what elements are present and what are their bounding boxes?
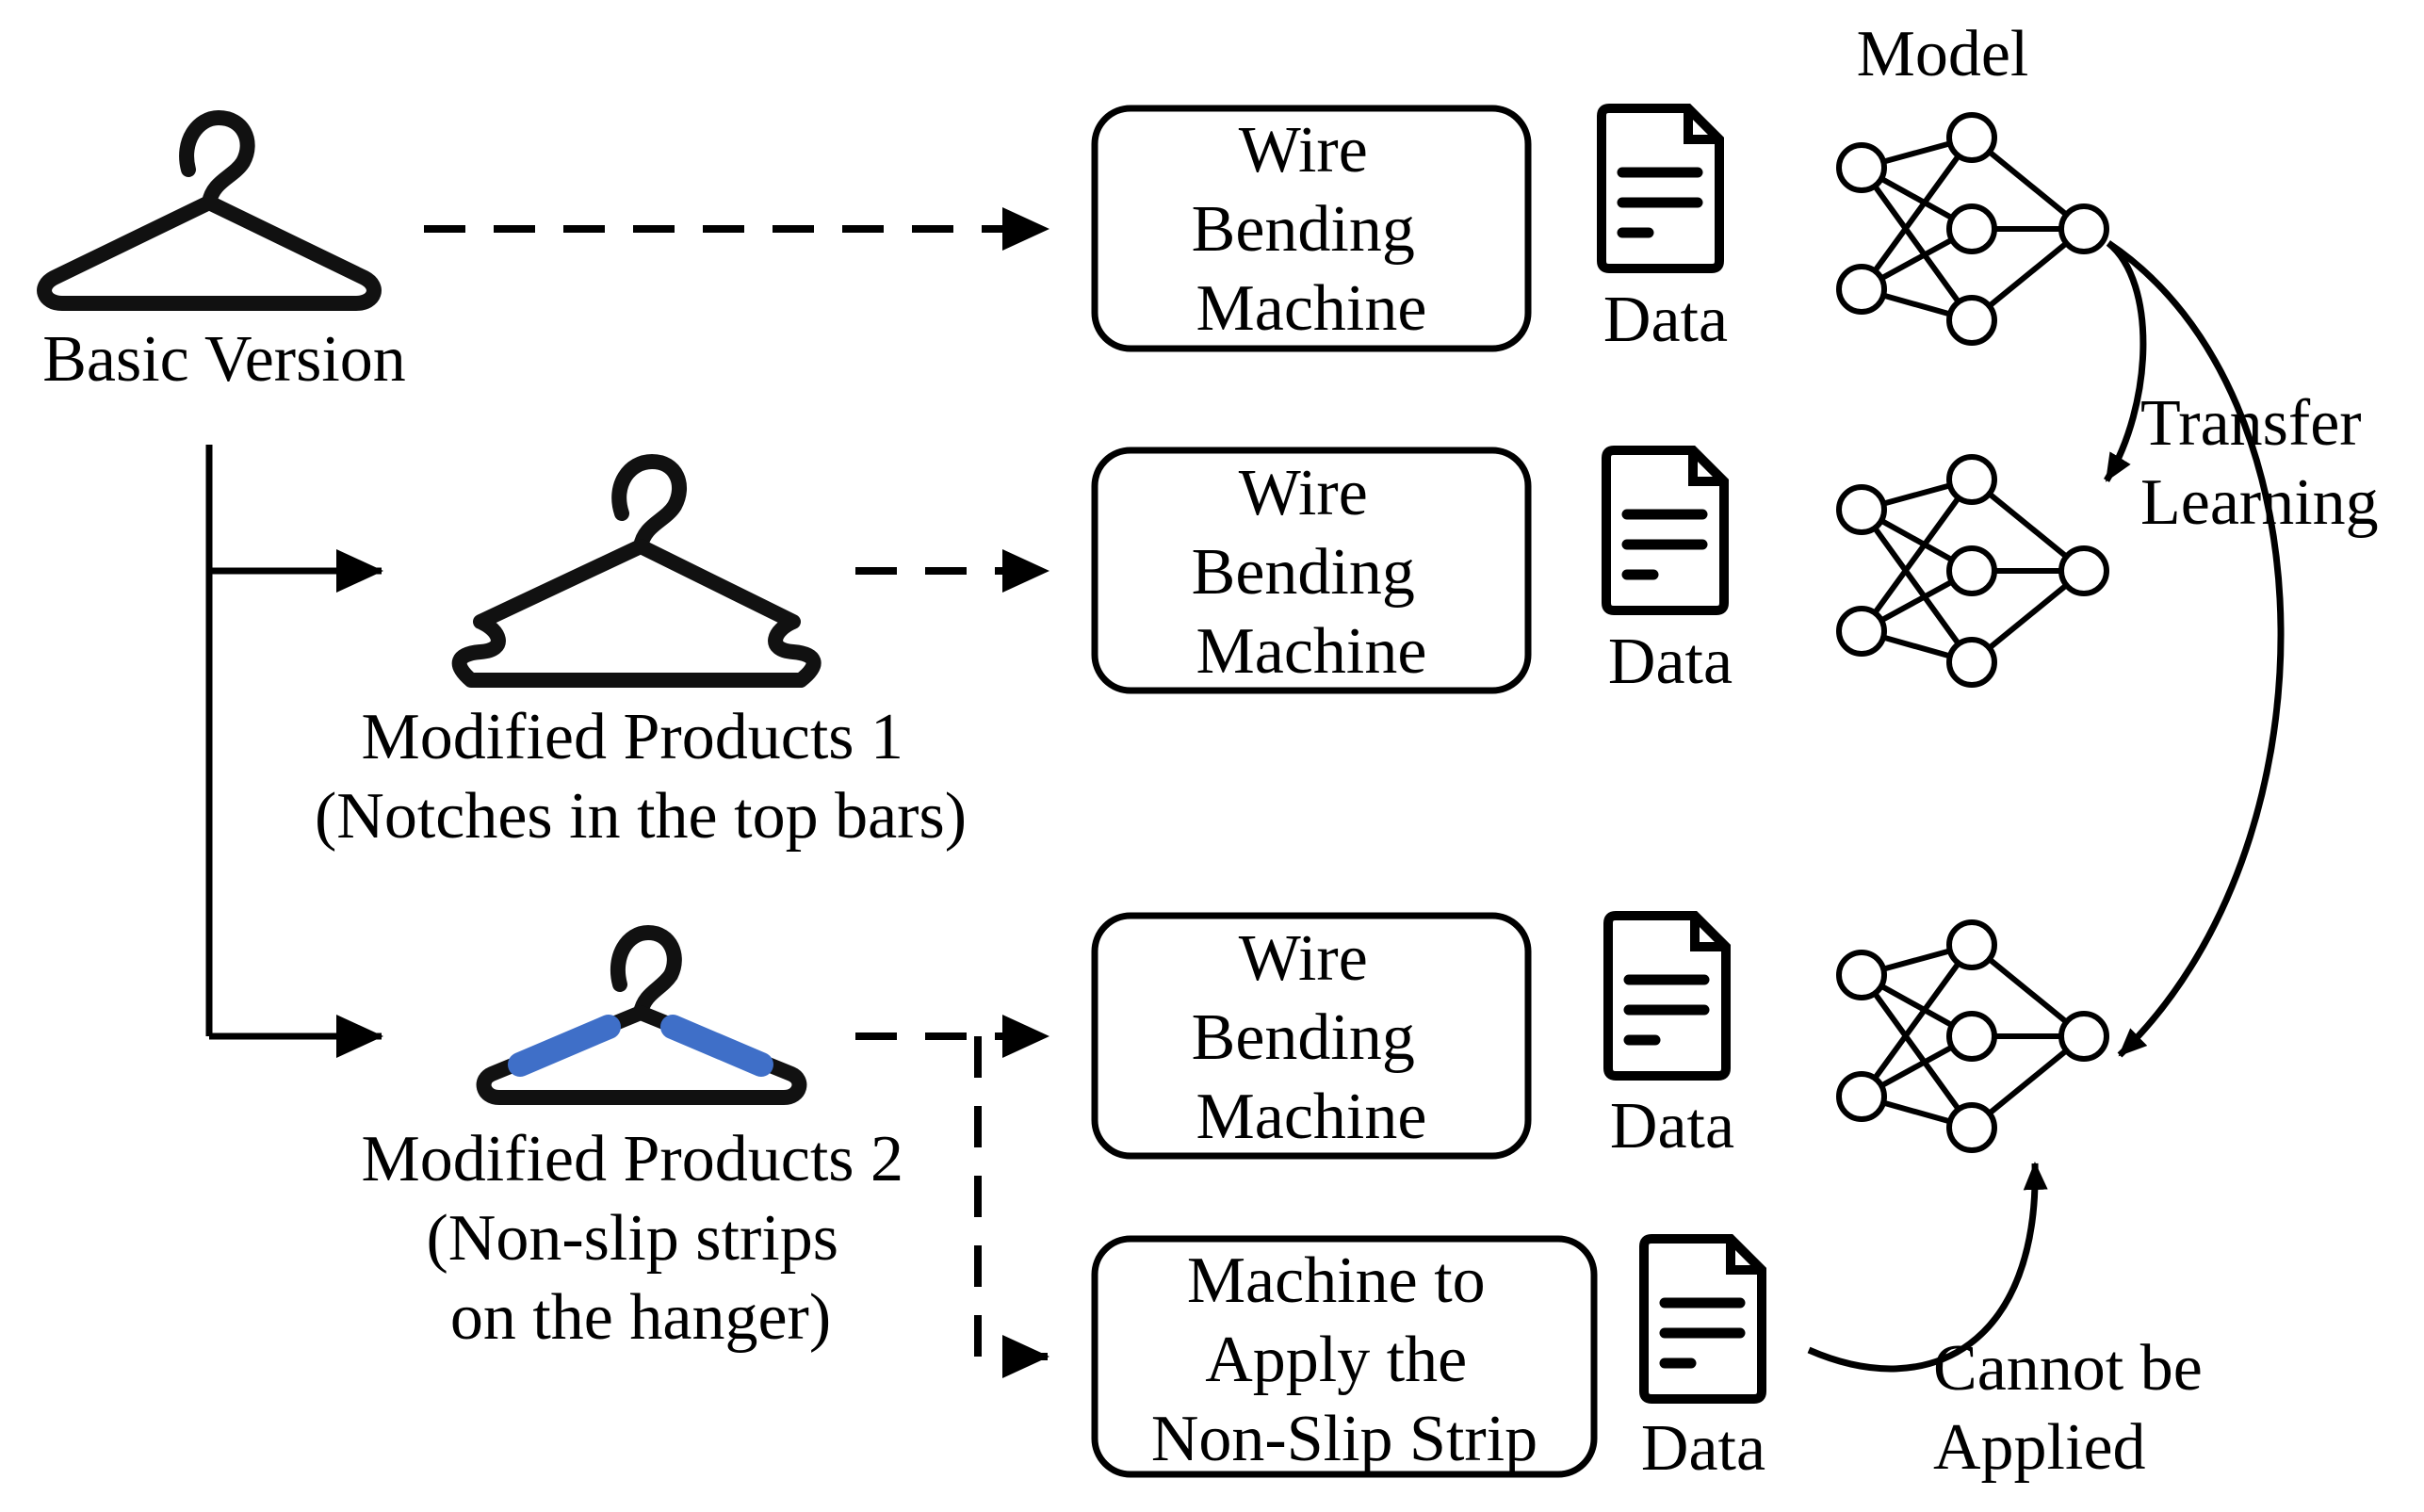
transfer-arrow-short xyxy=(2104,240,2147,482)
transfer-learning-label: Transfer Learning xyxy=(2140,387,2379,539)
neural-network-icon xyxy=(1836,454,2109,688)
document-icon xyxy=(1603,911,1731,1081)
document-icon xyxy=(1597,104,1724,273)
document-icon xyxy=(1639,1234,1766,1404)
strip-left xyxy=(508,1015,621,1077)
basic-hanger-icon xyxy=(37,110,382,311)
cannot-be-applied-label: Cannot be Applied xyxy=(1933,1332,2219,1484)
neural-network-icon xyxy=(1836,112,2109,346)
machine-box-1 xyxy=(1091,105,1532,352)
strip-right xyxy=(660,1015,773,1077)
product-label-modified-2: Modified Products 2 (Non-slip strips on … xyxy=(361,1123,919,1354)
machine-box-3 xyxy=(1091,912,1532,1160)
document-icon xyxy=(1602,446,1729,615)
notched-hanger-icon xyxy=(451,454,822,688)
cannot-apply-arrow xyxy=(1807,1162,2048,1373)
product-label-modified-1: Modified Products 1 (Notches in the top … xyxy=(315,701,967,853)
machine-box-2 xyxy=(1091,447,1532,694)
product-label-basic: Basic Version xyxy=(42,323,406,396)
data-label-3: Data xyxy=(1610,1090,1734,1162)
neural-network-icon xyxy=(1836,919,2109,1153)
machine-label-4: Machine to Apply the Non-Slip Strip xyxy=(1151,1244,1537,1475)
transfer-arrow-long xyxy=(2107,240,2285,1058)
data-label-2: Data xyxy=(1608,626,1733,698)
model-label: Model xyxy=(1857,18,2029,90)
dashed-arrow-strip-machine xyxy=(974,1036,1049,1378)
machine-label-3: Wire Bending Machine xyxy=(1192,922,1432,1153)
machine-label-1: Wire Bending Machine xyxy=(1192,114,1432,345)
machine-box-4 xyxy=(1091,1235,1598,1478)
non-slip-hanger-icon xyxy=(476,925,807,1105)
data-label-4: Data xyxy=(1641,1412,1765,1485)
data-label-1: Data xyxy=(1603,284,1728,356)
machine-label-2: Wire Bending Machine xyxy=(1192,457,1432,688)
